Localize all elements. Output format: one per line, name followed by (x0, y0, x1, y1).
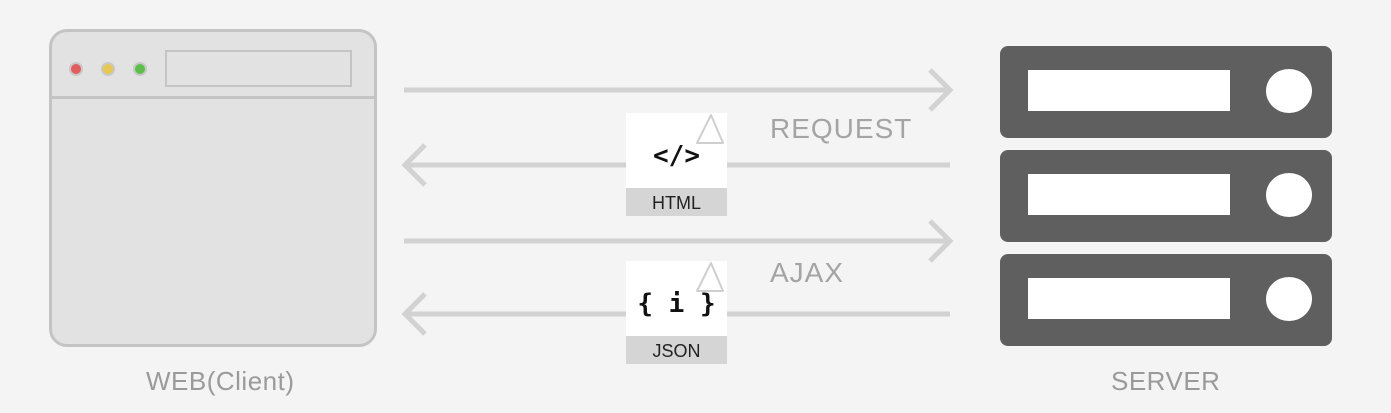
drive-slot (1028, 278, 1230, 319)
server-rack (1000, 150, 1332, 242)
page-fold-icon (696, 114, 724, 144)
status-light-icon (1266, 69, 1312, 113)
page-fold-icon (696, 262, 724, 292)
address-bar (165, 50, 352, 87)
json-document-icon: { i } JSON (626, 261, 727, 364)
client-caption: WEB(Client) (146, 366, 295, 396)
code-glyph: </> (653, 141, 700, 171)
server-rack (1000, 254, 1332, 346)
html-document-icon: </> HTML (626, 113, 727, 216)
request-arrow-right (404, 68, 954, 112)
browser-title-bar (52, 32, 374, 99)
maximize-dot-icon (133, 62, 147, 76)
html-label: HTML (626, 188, 727, 216)
server-rack (1000, 46, 1332, 138)
drive-slot (1028, 70, 1230, 111)
request-label: REQUEST (770, 113, 913, 144)
minimize-dot-icon (101, 62, 115, 76)
close-dot-icon (69, 62, 83, 76)
ajax-arrow-right (404, 219, 954, 263)
ajax-label: AJAX (770, 257, 845, 288)
json-label: JSON (626, 336, 727, 364)
browser-window (49, 29, 377, 347)
json-glyph: { i } (637, 289, 716, 319)
status-light-icon (1266, 277, 1312, 321)
server-caption: SERVER (1111, 366, 1221, 396)
drive-slot (1028, 174, 1230, 215)
status-light-icon (1266, 173, 1312, 217)
